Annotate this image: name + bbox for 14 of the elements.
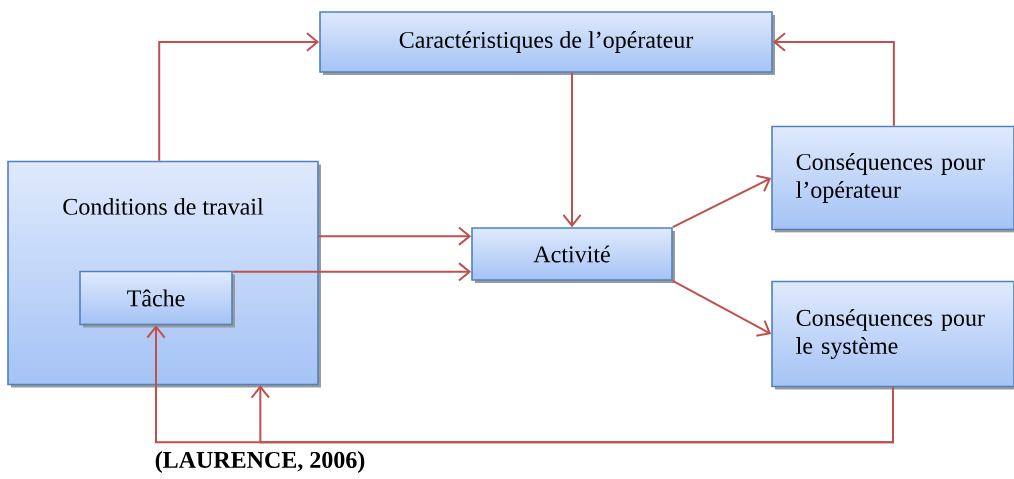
process-box: Conséquences pour l’opérateur — [771, 125, 1014, 233]
arrow — [671, 174, 772, 229]
arrow — [772, 32, 895, 127]
process-box: Caractéristiques de l’opérateur — [319, 11, 775, 75]
process-box: Tâche — [79, 270, 235, 328]
arrow — [250, 385, 894, 444]
process-box: Conséquences pour le système — [771, 280, 1014, 390]
arrow — [317, 226, 472, 246]
arrow — [671, 279, 772, 337]
arrow — [158, 32, 320, 162]
arrow — [562, 71, 582, 228]
arrow — [231, 262, 472, 282]
process-box: Activité — [471, 227, 675, 283]
source-citation: (LAURENCE, 2006) — [155, 451, 365, 473]
